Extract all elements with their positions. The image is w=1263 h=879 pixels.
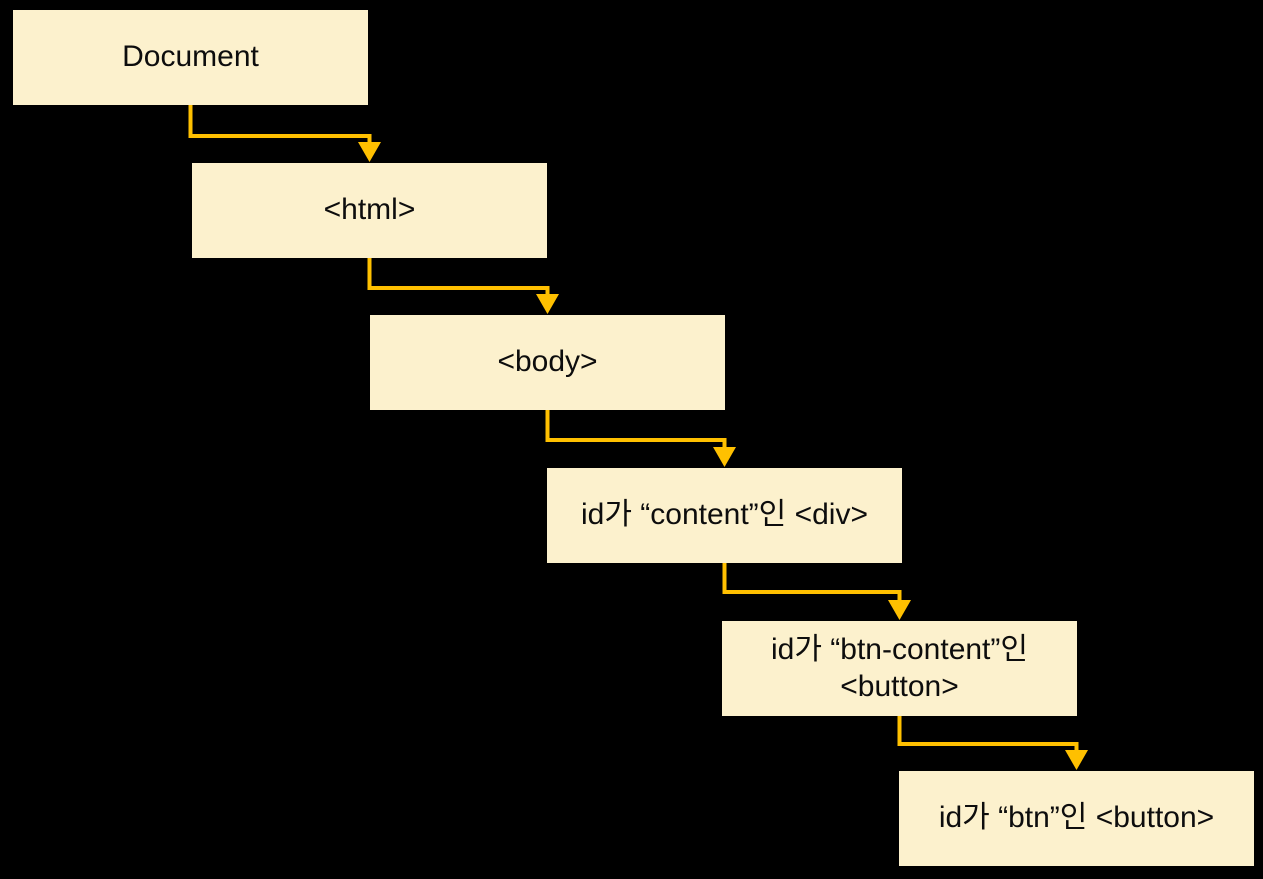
connector-body-to-content-div xyxy=(545,410,736,467)
node-html: <html> xyxy=(192,163,547,258)
connector-content-div-to-btn-content xyxy=(722,563,911,620)
connector-html-to-body xyxy=(367,258,559,314)
node-btn-content-button: id가 “btn-content”인 <button> xyxy=(722,621,1077,716)
arrowhead-icon xyxy=(713,447,736,467)
node-document: Document xyxy=(13,10,368,105)
connector-document-to-html xyxy=(188,105,381,162)
connector-btn-content-to-btn xyxy=(897,716,1088,770)
node-btn-button: id가 “btn”인 <button> xyxy=(899,771,1254,866)
arrowhead-icon xyxy=(358,142,381,162)
node-content-div: id가 “content”인 <div> xyxy=(547,468,902,563)
arrowhead-icon xyxy=(888,600,911,620)
arrowhead-icon xyxy=(1065,750,1088,770)
node-body: <body> xyxy=(370,315,725,410)
arrowhead-icon xyxy=(536,294,559,314)
